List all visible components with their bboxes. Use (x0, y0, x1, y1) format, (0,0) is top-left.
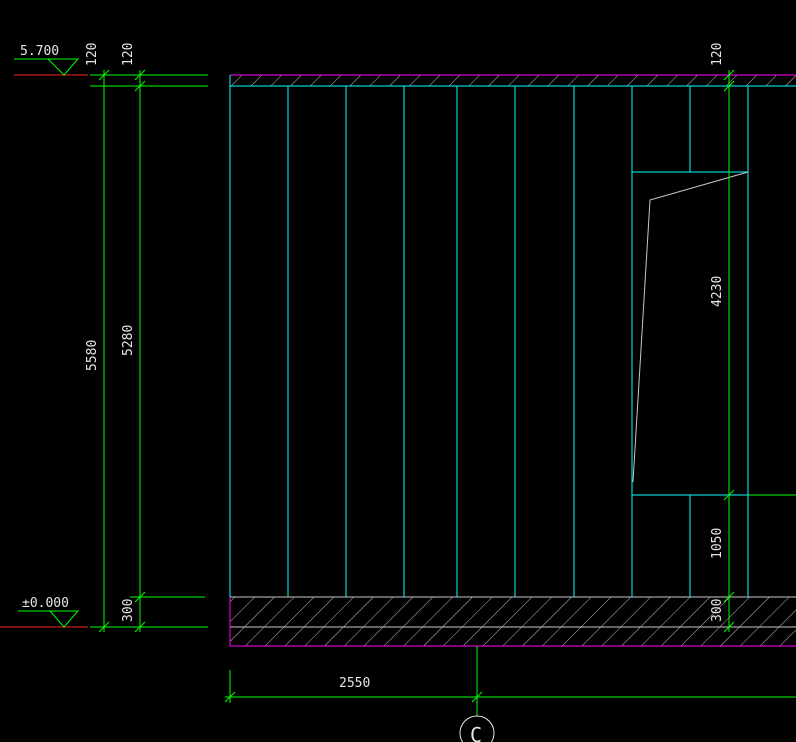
right-foundation-dimension: 300 (710, 599, 725, 622)
grid-axis-label: C (470, 723, 482, 742)
left-top-slab-dimension: 120 (85, 43, 100, 66)
ground-elevation-label: ±0.000 (22, 596, 69, 611)
foundation-dimension: 300 (121, 599, 136, 622)
sill-height-dimension: 1050 (710, 528, 725, 559)
foundation-slab (229, 596, 796, 647)
window-height-dimension: 4230 (710, 276, 725, 307)
window-opening (631, 171, 796, 496)
top-slab (230, 74, 796, 87)
inner-top-slab-dimension: 120 (121, 43, 136, 66)
bottom-dimension (224, 646, 796, 716)
right-dimension-chain (723, 69, 735, 633)
top-elevation-label: 5.700 (20, 44, 59, 59)
top-elevation-marker: 5.700 (14, 44, 80, 76)
grid-axis-bubble: C (459, 715, 495, 742)
level-lines (0, 74, 796, 628)
overall-height-dimension: 5580 (85, 340, 100, 371)
clear-height-dimension: 5280 (121, 325, 136, 356)
bay-width-dimension: 2550 (339, 676, 370, 691)
right-top-slab-dimension: 120 (710, 43, 725, 66)
left-dimension-chain (90, 69, 208, 633)
ground-elevation-marker: ±0.000 (18, 596, 80, 628)
wall-panels (229, 75, 749, 597)
